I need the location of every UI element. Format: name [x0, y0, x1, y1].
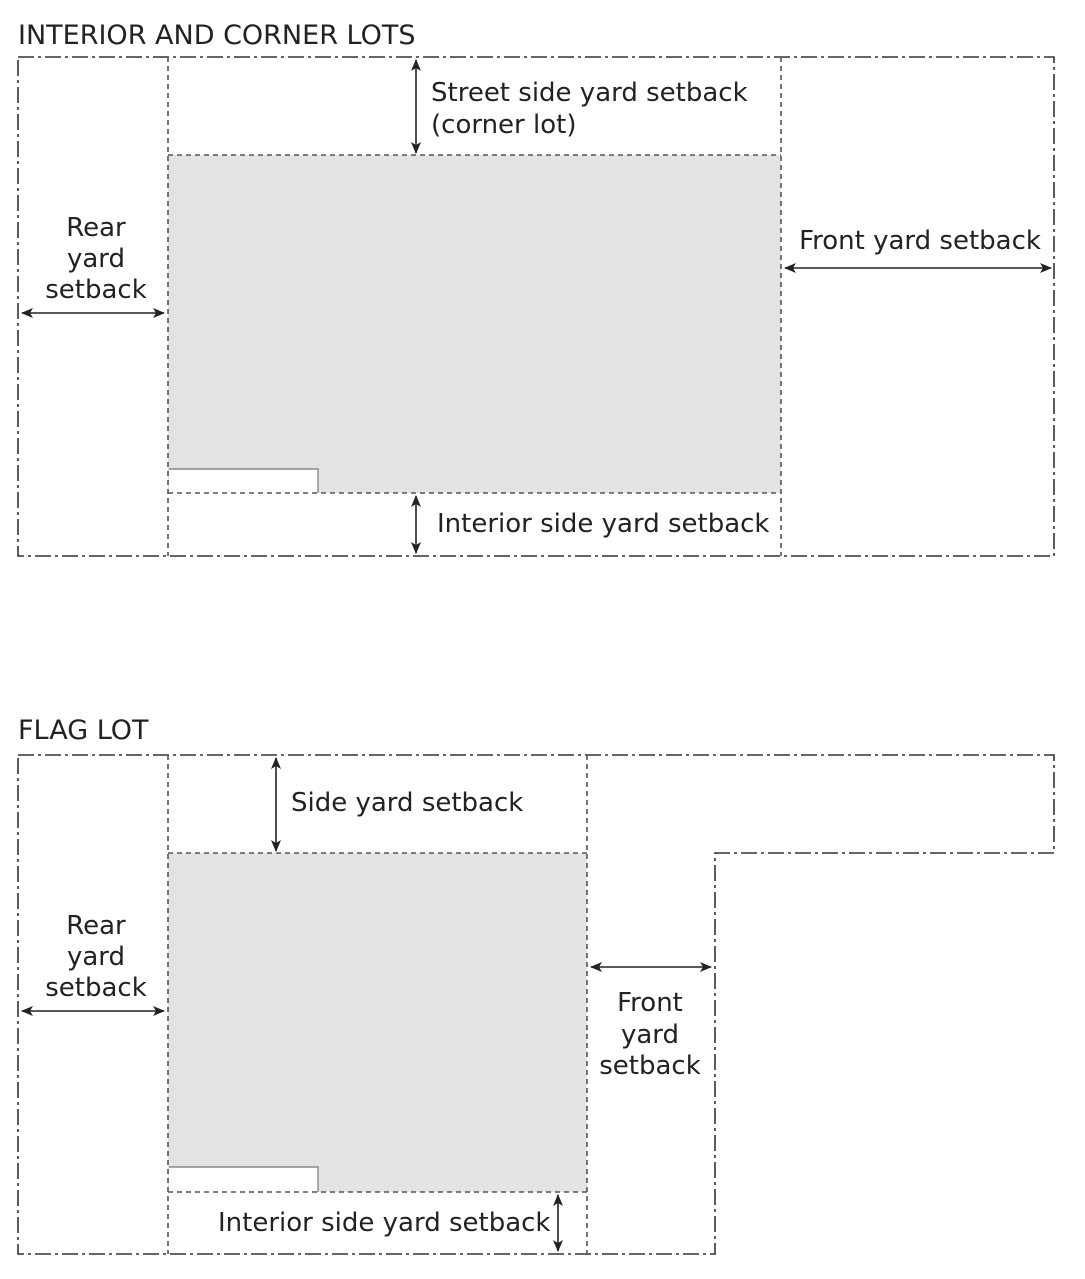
street-side-label-line2: (corner lot)	[431, 110, 576, 140]
interior-side-label: Interior side yard setback	[437, 509, 770, 539]
lot-boundary	[17, 754, 1055, 1255]
front-label: Front yard setback	[799, 226, 1041, 256]
lot-boundary	[17, 56, 1055, 557]
interior-lots-title: INTERIOR AND CORNER LOTS	[18, 20, 416, 51]
interior-corner-lots-diagram: INTERIOR AND CORNER LOTS Street side yar…	[17, 20, 1055, 557]
interior-side-label: Interior side yard setback	[218, 1208, 551, 1238]
front-label-line3: setback	[599, 1051, 701, 1081]
flag-lot-title: FLAG LOT	[18, 715, 149, 746]
rear-label-line1: Rear	[66, 213, 126, 243]
front-label-line1: Front	[617, 988, 683, 1018]
building-notch	[169, 469, 318, 493]
buildable-area	[168, 853, 587, 1192]
rear-label-line3: setback	[45, 973, 147, 1003]
rear-label-line2: yard	[67, 942, 125, 972]
building-notch	[169, 1167, 318, 1192]
street-side-label-line1: Street side yard setback	[431, 78, 748, 108]
rear-label-line3: setback	[45, 275, 147, 305]
front-label-line2: yard	[621, 1020, 679, 1050]
building-notch-outline	[169, 1166, 319, 1192]
building-notch-outline	[169, 468, 319, 493]
side-label: Side yard setback	[291, 788, 523, 818]
buildable-area	[168, 155, 781, 493]
flag-lot-diagram: FLAG LOT Side yard setback Rear yard set…	[17, 715, 1055, 1255]
rear-label-line2: yard	[67, 244, 125, 274]
rear-label-line1: Rear	[66, 911, 126, 941]
